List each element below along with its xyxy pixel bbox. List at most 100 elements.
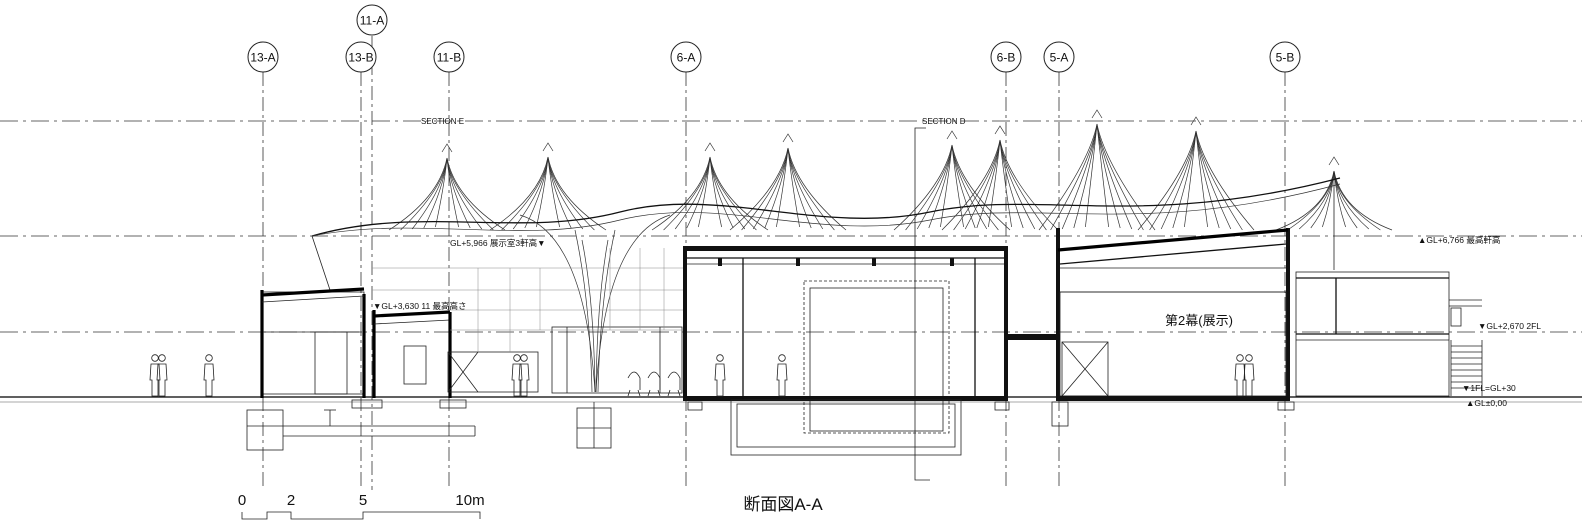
canopy-rib xyxy=(1298,170,1335,230)
axis-bubble-11a: 11-A xyxy=(356,4,388,36)
canopy-rib xyxy=(1195,130,1243,231)
person-figure xyxy=(776,354,788,397)
axis-bubble-13a: 13-A xyxy=(247,41,279,73)
canopy-rib xyxy=(1275,170,1335,231)
canopy-mast xyxy=(704,142,716,152)
left-footing xyxy=(246,409,284,451)
scale-label-0: 0 xyxy=(238,492,246,509)
canopy-stay xyxy=(311,235,331,291)
axis-label-11a: 11-A xyxy=(360,14,384,28)
section-d-label: SECTION D xyxy=(922,117,966,126)
canopy-rib xyxy=(787,147,847,231)
canopy-rib xyxy=(741,147,789,231)
left-window xyxy=(403,345,427,385)
person-figure xyxy=(149,354,161,397)
annotation-2fl: ▼GL+2,670 2FL xyxy=(1478,321,1541,331)
person-figure xyxy=(1234,354,1246,397)
canopy-mast xyxy=(441,143,453,153)
canopy-mast xyxy=(542,142,554,152)
axis-label-6b: 6-B xyxy=(997,51,1016,65)
axis-label-6a: 6-A xyxy=(677,51,696,65)
canopy-rib xyxy=(1038,123,1098,231)
hall-inner-panel xyxy=(809,287,944,432)
canopy-mast xyxy=(782,133,794,143)
canopy-funnel xyxy=(519,214,596,393)
canopy-rib xyxy=(1050,123,1098,231)
canopy-rib xyxy=(1172,130,1197,229)
chairs xyxy=(627,371,681,397)
canopy-rib xyxy=(999,139,1047,231)
canopy-rib xyxy=(1096,123,1156,231)
person-figure xyxy=(511,354,523,397)
canopy-rib xyxy=(663,156,711,231)
canopy-rib xyxy=(501,156,549,231)
drawing-title: 断面図A-A xyxy=(743,495,823,514)
person-figure xyxy=(1243,354,1255,397)
canopy-rib xyxy=(547,156,595,231)
canopy-rib xyxy=(1195,130,1255,231)
axis-label-5b: 5-B xyxy=(1276,51,1295,65)
canopy-rib xyxy=(787,147,835,231)
annotation-max-height-11: ▼GL+3,630 11 最高高さ xyxy=(373,301,467,311)
hall-pit xyxy=(730,399,962,456)
scale-label-5: 5 xyxy=(359,492,367,509)
canopy-rib xyxy=(446,157,494,231)
grid-axes: 13-A 13-B 11-A 11-B 6-A 6-B 5-A 5-B xyxy=(247,4,1301,490)
axis-bubble-6a: 6-A xyxy=(670,41,702,73)
canopy-rib xyxy=(446,157,506,231)
level-annotations: GL+5,966 展示室3軒高▼ ▼GL+3,630 11 最高高さ ▲GL+6… xyxy=(373,235,1541,408)
canopy-mast xyxy=(946,130,958,140)
canopy-rib xyxy=(1310,170,1335,229)
annex-stair xyxy=(1450,340,1483,396)
axis-label-11b: 11-B xyxy=(437,51,461,65)
canopy-rib xyxy=(1195,130,1220,229)
right-gallery: 第2幕(展示) xyxy=(1008,228,1295,427)
annotation-max-eave: ▲GL+6,766 最高軒高 xyxy=(1418,235,1500,245)
axis-label-13a: 13-A xyxy=(250,51,275,65)
section-markers: SECTION E SECTION D xyxy=(421,117,966,481)
canopy-edge-inner xyxy=(311,183,1341,237)
canopy-rib xyxy=(388,157,448,231)
canopy-edge xyxy=(311,177,1341,237)
person-figure xyxy=(518,354,530,397)
scale-bar-line xyxy=(241,511,481,520)
glass-partition xyxy=(551,326,683,394)
canopy-rib xyxy=(400,157,448,231)
axis-bubble-5a: 5-A xyxy=(1043,41,1075,73)
canopy-rib xyxy=(1287,170,1335,231)
canopy-rib xyxy=(1333,170,1370,230)
left-door xyxy=(314,331,348,395)
canopy-mast xyxy=(1091,109,1103,119)
canopy-rib xyxy=(999,139,1059,231)
canopy-rib xyxy=(1333,170,1358,229)
canopy-funnel xyxy=(595,214,671,393)
canopy-rib xyxy=(1096,123,1144,231)
annotation-gl: ▲GL±0,00 xyxy=(1466,398,1507,408)
canopy-rib xyxy=(709,156,769,231)
section-d-bracket xyxy=(914,127,930,481)
canopy-funnel xyxy=(574,229,616,393)
person-figure xyxy=(714,354,726,397)
annotation-exhibit-eave: GL+5,966 展示室3軒高▼ xyxy=(450,238,546,248)
person-figure xyxy=(156,354,168,397)
canopy-mast xyxy=(1328,156,1340,166)
axis-label-5a: 5-A xyxy=(1050,51,1069,65)
left-room-outline xyxy=(261,291,365,395)
scale-bar: 0 2 5 10m xyxy=(238,492,485,520)
central-hall xyxy=(683,246,1010,456)
left-rack xyxy=(447,351,539,393)
canopy-rib xyxy=(951,144,999,231)
left-building xyxy=(246,287,683,451)
canopy-rib xyxy=(951,144,1011,231)
canopy-rib xyxy=(1096,123,1133,230)
hall-inner-frame xyxy=(803,280,950,434)
canopy-mast xyxy=(994,125,1006,135)
canopy-rib xyxy=(1149,130,1197,231)
canopy-rib xyxy=(1333,170,1381,231)
people-figures xyxy=(149,354,1255,397)
canopy-rib xyxy=(905,144,953,231)
scale-label-2: 2 xyxy=(287,492,295,509)
section-e-label: SECTION E xyxy=(421,117,464,126)
membrane-canopy xyxy=(311,109,1393,393)
